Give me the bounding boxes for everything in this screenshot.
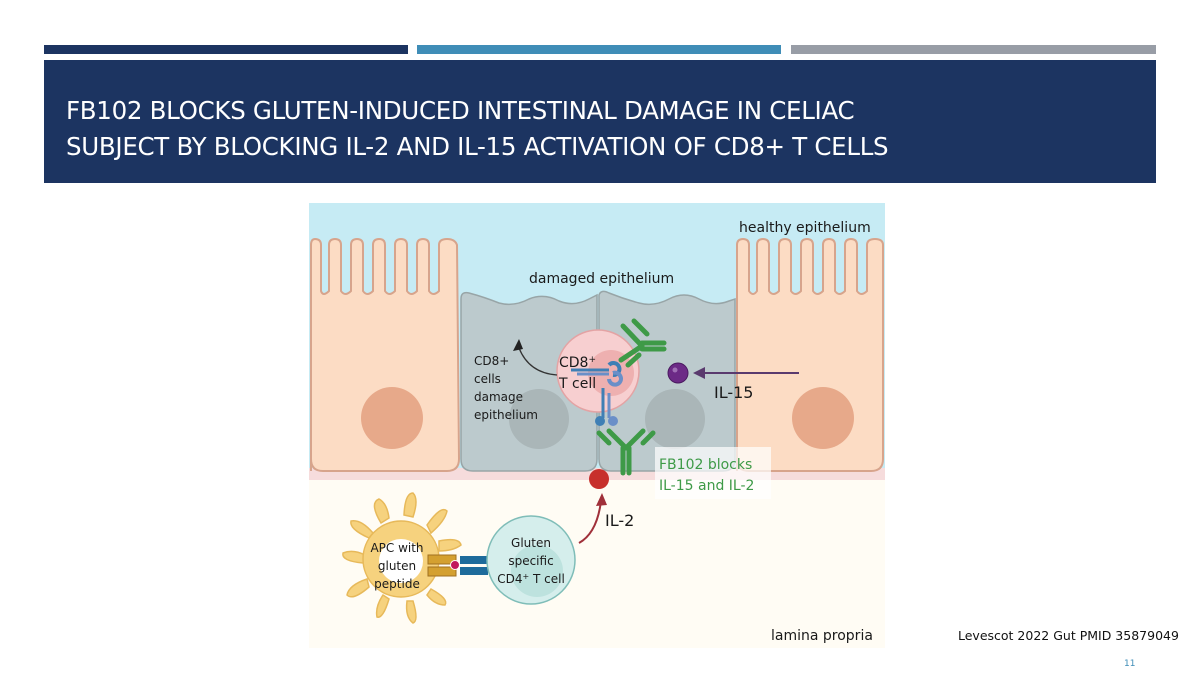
- apc-label-1: APC with: [370, 541, 423, 555]
- il2-molecule: [589, 469, 609, 489]
- damaged-epithelium-label: damaged epithelium: [529, 271, 674, 287]
- accent-bar-blue: [417, 45, 781, 54]
- fb102-antibody-upper: [618, 318, 667, 368]
- nucleus: [645, 389, 705, 449]
- il2-receptor: [595, 388, 618, 426]
- cd8-damage-text-4: epithelium: [474, 408, 538, 422]
- il15-arrowhead-icon: [693, 367, 705, 379]
- lamina-propria-label: lamina propria: [771, 628, 873, 644]
- cd4-label-2: specific: [508, 554, 553, 568]
- fb102-antibody-lower: [596, 428, 656, 476]
- nucleus: [509, 389, 569, 449]
- damage-arrow: [518, 347, 558, 376]
- il15-receptor: [571, 361, 623, 387]
- cd8-damage-text-1: CD8+: [474, 354, 509, 368]
- citation: Levescot 2022 Gut PMID 35879049: [958, 628, 1179, 643]
- title-line-2: SUBJECT BY BLOCKING IL-2 AND IL-15 ACTIV…: [66, 132, 889, 161]
- mhc-tcr-complex: [427, 554, 488, 577]
- cd8-cell-label-2: T cell: [558, 376, 596, 392]
- il2-arrow: [578, 500, 602, 544]
- apc-label-3: peptide: [374, 577, 420, 591]
- damaged-cell-left: [460, 291, 598, 472]
- damage-arrowhead-icon: [513, 339, 523, 351]
- cd8-damage-text-2: cells: [474, 372, 501, 386]
- cd4-t-cell: [486, 515, 576, 605]
- healthy-epithelium-label: healthy epithelium: [739, 220, 871, 236]
- cd8-cell-label-1: CD8+: [559, 355, 596, 371]
- apc-label-2: gluten: [378, 559, 416, 573]
- nucleus: [361, 387, 423, 449]
- cd4-label-3: CD4+ T cell: [497, 572, 565, 586]
- il2-label: IL-2: [605, 511, 634, 530]
- nucleus: [792, 387, 854, 449]
- healthy-cell-right: [736, 237, 884, 472]
- slide-title: FB102 BLOCKS GLUTEN-INDUCED INTESTINAL D…: [66, 93, 1136, 165]
- il15-highlight: [672, 367, 678, 373]
- accent-bar-navy: [44, 45, 408, 54]
- fb102-label-1: FB102 blocks: [659, 457, 752, 473]
- cd4-label-1: Gluten: [511, 536, 551, 550]
- apc-cell: [342, 492, 462, 624]
- healthy-cell-left: [310, 237, 461, 472]
- fb102-label-box: [655, 447, 771, 499]
- il15-molecule: [667, 362, 689, 384]
- title-banner: FB102 BLOCKS GLUTEN-INDUCED INTESTINAL D…: [44, 60, 1156, 183]
- mechanism-diagram: healthy epithelium damaged epithelium CD…: [309, 203, 885, 648]
- title-line-1: FB102 BLOCKS GLUTEN-INDUCED INTESTINAL D…: [66, 96, 855, 125]
- cd8-damage-text-3: damage: [474, 390, 523, 404]
- page-number: 11: [1124, 659, 1136, 669]
- fb102-label-2: IL-15 and IL-2: [659, 478, 754, 494]
- il15-label: IL-15: [714, 383, 753, 402]
- il2-arrowhead-icon: [596, 493, 607, 506]
- accent-bar-gray: [791, 45, 1156, 54]
